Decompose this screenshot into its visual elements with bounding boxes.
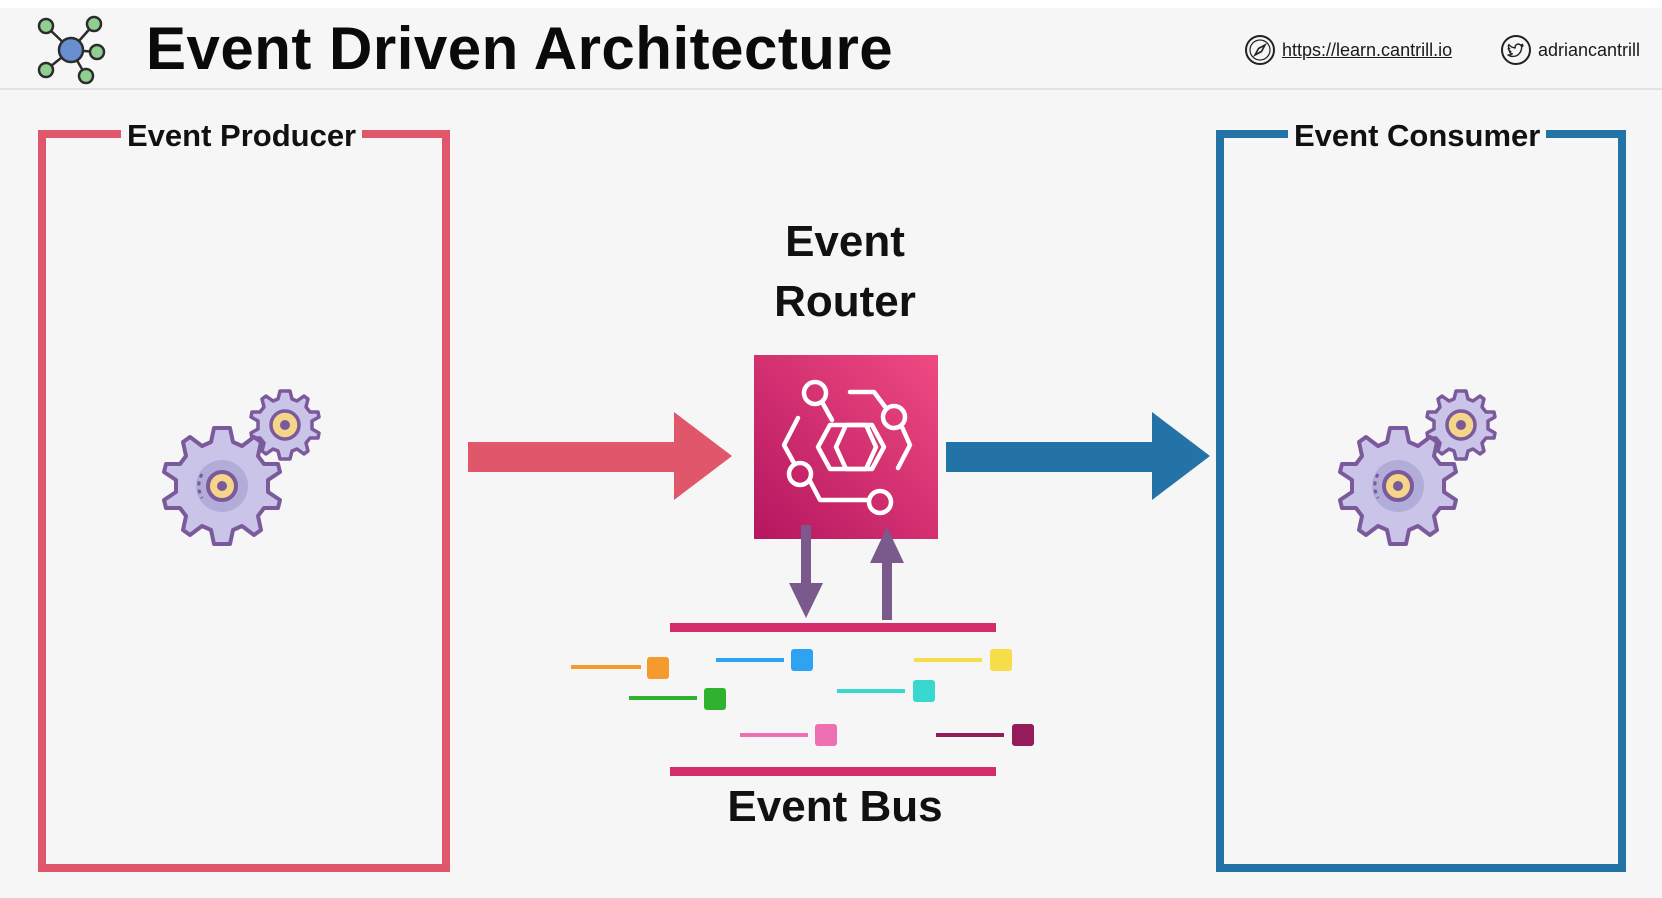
- website-link-label[interactable]: https://learn.cantrill.io: [1282, 39, 1453, 60]
- twitter-link[interactable]: adriancantrill: [1500, 34, 1640, 66]
- event-router-title: Event Router: [745, 212, 945, 332]
- event-router-title-line2: Router: [774, 277, 916, 326]
- arrow-bus-to-router: [870, 527, 904, 620]
- consumer-gears-icon: [1338, 389, 1497, 546]
- twitter-bird-icon: [1501, 35, 1531, 65]
- arrow-producer-to-router: [468, 412, 732, 500]
- bus-event: [629, 688, 726, 710]
- twitter-handle-label[interactable]: adriancantrill: [1538, 39, 1641, 60]
- bus-event: [837, 680, 935, 702]
- event-bus-bottom-rail: [670, 767, 996, 776]
- eventbridge-icon: [754, 355, 938, 539]
- event-producer-label: Event Producer: [121, 118, 363, 154]
- bus-event: [936, 724, 1034, 746]
- arrow-router-to-bus: [789, 525, 823, 618]
- bus-event: [914, 649, 1012, 671]
- bus-event: [716, 649, 813, 671]
- event-router-title-line1: Event: [785, 217, 905, 266]
- network-hub-icon: [37, 15, 106, 85]
- event-bus-title: Event Bus: [727, 782, 943, 831]
- arrow-router-to-consumer: [946, 412, 1210, 500]
- page-title: Event Driven Architecture: [146, 15, 894, 82]
- producer-gears-icon: [162, 389, 321, 546]
- website-link[interactable]: https://learn.cantrill.io: [1244, 34, 1452, 66]
- bus-event: [571, 657, 669, 679]
- bus-event: [740, 724, 837, 746]
- header-bar: [0, 0, 1662, 90]
- event-consumer-label: Event Consumer: [1288, 118, 1547, 154]
- event-bus-top-rail: [670, 623, 996, 632]
- compass-icon: [1245, 35, 1275, 65]
